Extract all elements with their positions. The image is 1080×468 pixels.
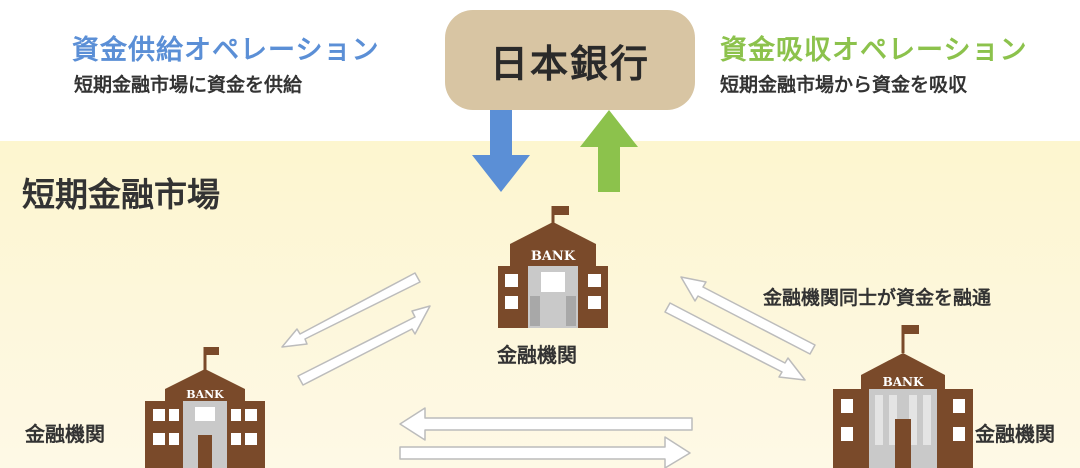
interbank-arrow-to-center-from-left — [297, 305, 431, 386]
interbank-arrow-left-bottom — [399, 407, 693, 441]
bank-building-icon: BANK — [145, 347, 265, 468]
bank-building-icon: BANK — [833, 325, 973, 468]
bank-sign-center: BANK — [531, 249, 576, 264]
market-title: 短期金融市場 — [22, 175, 220, 214]
absorb-operation-title: 資金吸収オペレーション — [720, 35, 1028, 66]
absorb-arrow-up — [580, 110, 638, 192]
interbank-arrow-to-center-from-right — [680, 276, 816, 355]
interbank-arrow-to-right — [664, 302, 806, 381]
interbank-arrow-to-left — [281, 272, 421, 348]
bank-sign-left: BANK — [186, 388, 224, 401]
institution-label-left: 金融機関 — [25, 422, 105, 446]
bank-building-icon: BANK — [498, 206, 608, 328]
interbank-arrow-right-bottom — [399, 436, 691, 468]
institution-label-right: 金融機関 — [975, 422, 1055, 446]
bank-of-japan-label: 日本銀行 — [489, 41, 650, 86]
institution-label-center: 金融機関 — [497, 343, 577, 367]
supply-arrow-down — [472, 110, 530, 192]
bank-sign-right: BANK — [883, 375, 924, 389]
bank-of-japan-box: 日本銀行 — [445, 10, 695, 110]
supply-operation-title: 資金供給オペレーション — [72, 35, 380, 66]
absorb-operation-description: 短期金融市場から資金を吸収 — [720, 74, 968, 96]
supply-operation-description: 短期金融市場に資金を供給 — [74, 74, 303, 96]
interbank-lending-note: 金融機関同士が資金を融通 — [763, 287, 992, 309]
